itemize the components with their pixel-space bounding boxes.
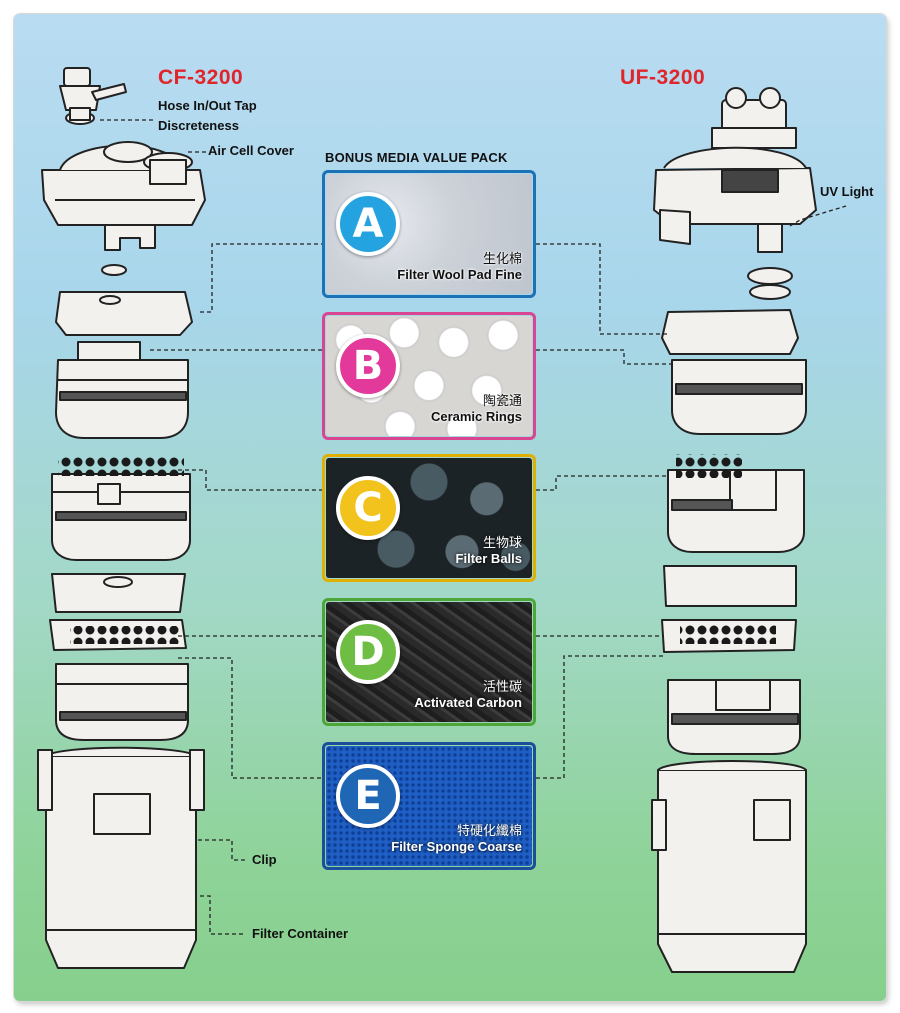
clip-label: Clip <box>252 852 277 867</box>
left-canister-drawing <box>37 746 205 969</box>
left-model-title: CF-3200 <box>158 66 244 89</box>
media-card-c: C 生物球 Filter Balls <box>322 454 536 582</box>
media-d-chinese: 活性碳 <box>482 680 522 695</box>
right-canister-drawing <box>651 760 807 973</box>
left-top-head-drawing <box>41 141 206 251</box>
media-card-b: B 陶瓷通 Ceramic Rings <box>322 312 536 440</box>
media-a-chinese: 生化棉 <box>482 252 522 267</box>
media-letter-b-badge: B <box>336 334 400 398</box>
left-tray-2-drawing <box>51 456 191 561</box>
left-stack-drawing <box>49 573 189 741</box>
media-b-name: Ceramic Rings <box>430 409 522 424</box>
filter-container-label: Filter Container <box>252 926 349 941</box>
left-tray-1-drawing <box>55 291 193 439</box>
uv-light-label: UV Light <box>820 184 874 199</box>
pack-title: BONUS MEDIA VALUE PACK <box>325 150 508 165</box>
left-hose-tap-drawing <box>59 67 127 125</box>
media-letter-c-badge: C <box>336 476 400 540</box>
air-cell-cover-label: Air Cell Cover <box>208 143 294 158</box>
media-letter-a-badge: A <box>336 192 400 256</box>
media-c-name: Filter Balls <box>455 551 522 566</box>
right-stack-drawing <box>661 565 801 755</box>
right-oring-drawing <box>747 267 793 285</box>
discreteness-label: Discreteness <box>158 118 239 133</box>
media-e-chinese: 特硬化纖棉 <box>456 824 522 839</box>
media-c-chinese: 生物球 <box>482 536 522 551</box>
hose-tap-label: Hose In/Out Tap <box>158 98 257 113</box>
media-b-chinese: 陶瓷通 <box>482 394 522 409</box>
right-tray-2-drawing <box>667 454 805 553</box>
media-card-e: E 特硬化纖棉 Filter Sponge Coarse <box>322 742 536 870</box>
media-letter-e-badge: E <box>336 764 400 828</box>
left-oring-drawing <box>101 264 127 276</box>
right-model-title: UF-3200 <box>620 66 706 89</box>
right-tap-drawing <box>711 87 797 149</box>
media-e-name: Filter Sponge Coarse <box>391 839 522 854</box>
media-a-name: Filter Wool Pad Fine <box>397 267 522 282</box>
media-letter-d-badge: D <box>336 620 400 684</box>
media-d-name: Activated Carbon <box>414 695 522 710</box>
right-tray-1-drawing <box>661 309 807 435</box>
right-top-head-drawing <box>653 146 817 253</box>
media-card-a: A 生化棉 Filter Wool Pad Fine <box>322 170 536 298</box>
media-card-d: D 活性碳 Activated Carbon <box>322 598 536 726</box>
